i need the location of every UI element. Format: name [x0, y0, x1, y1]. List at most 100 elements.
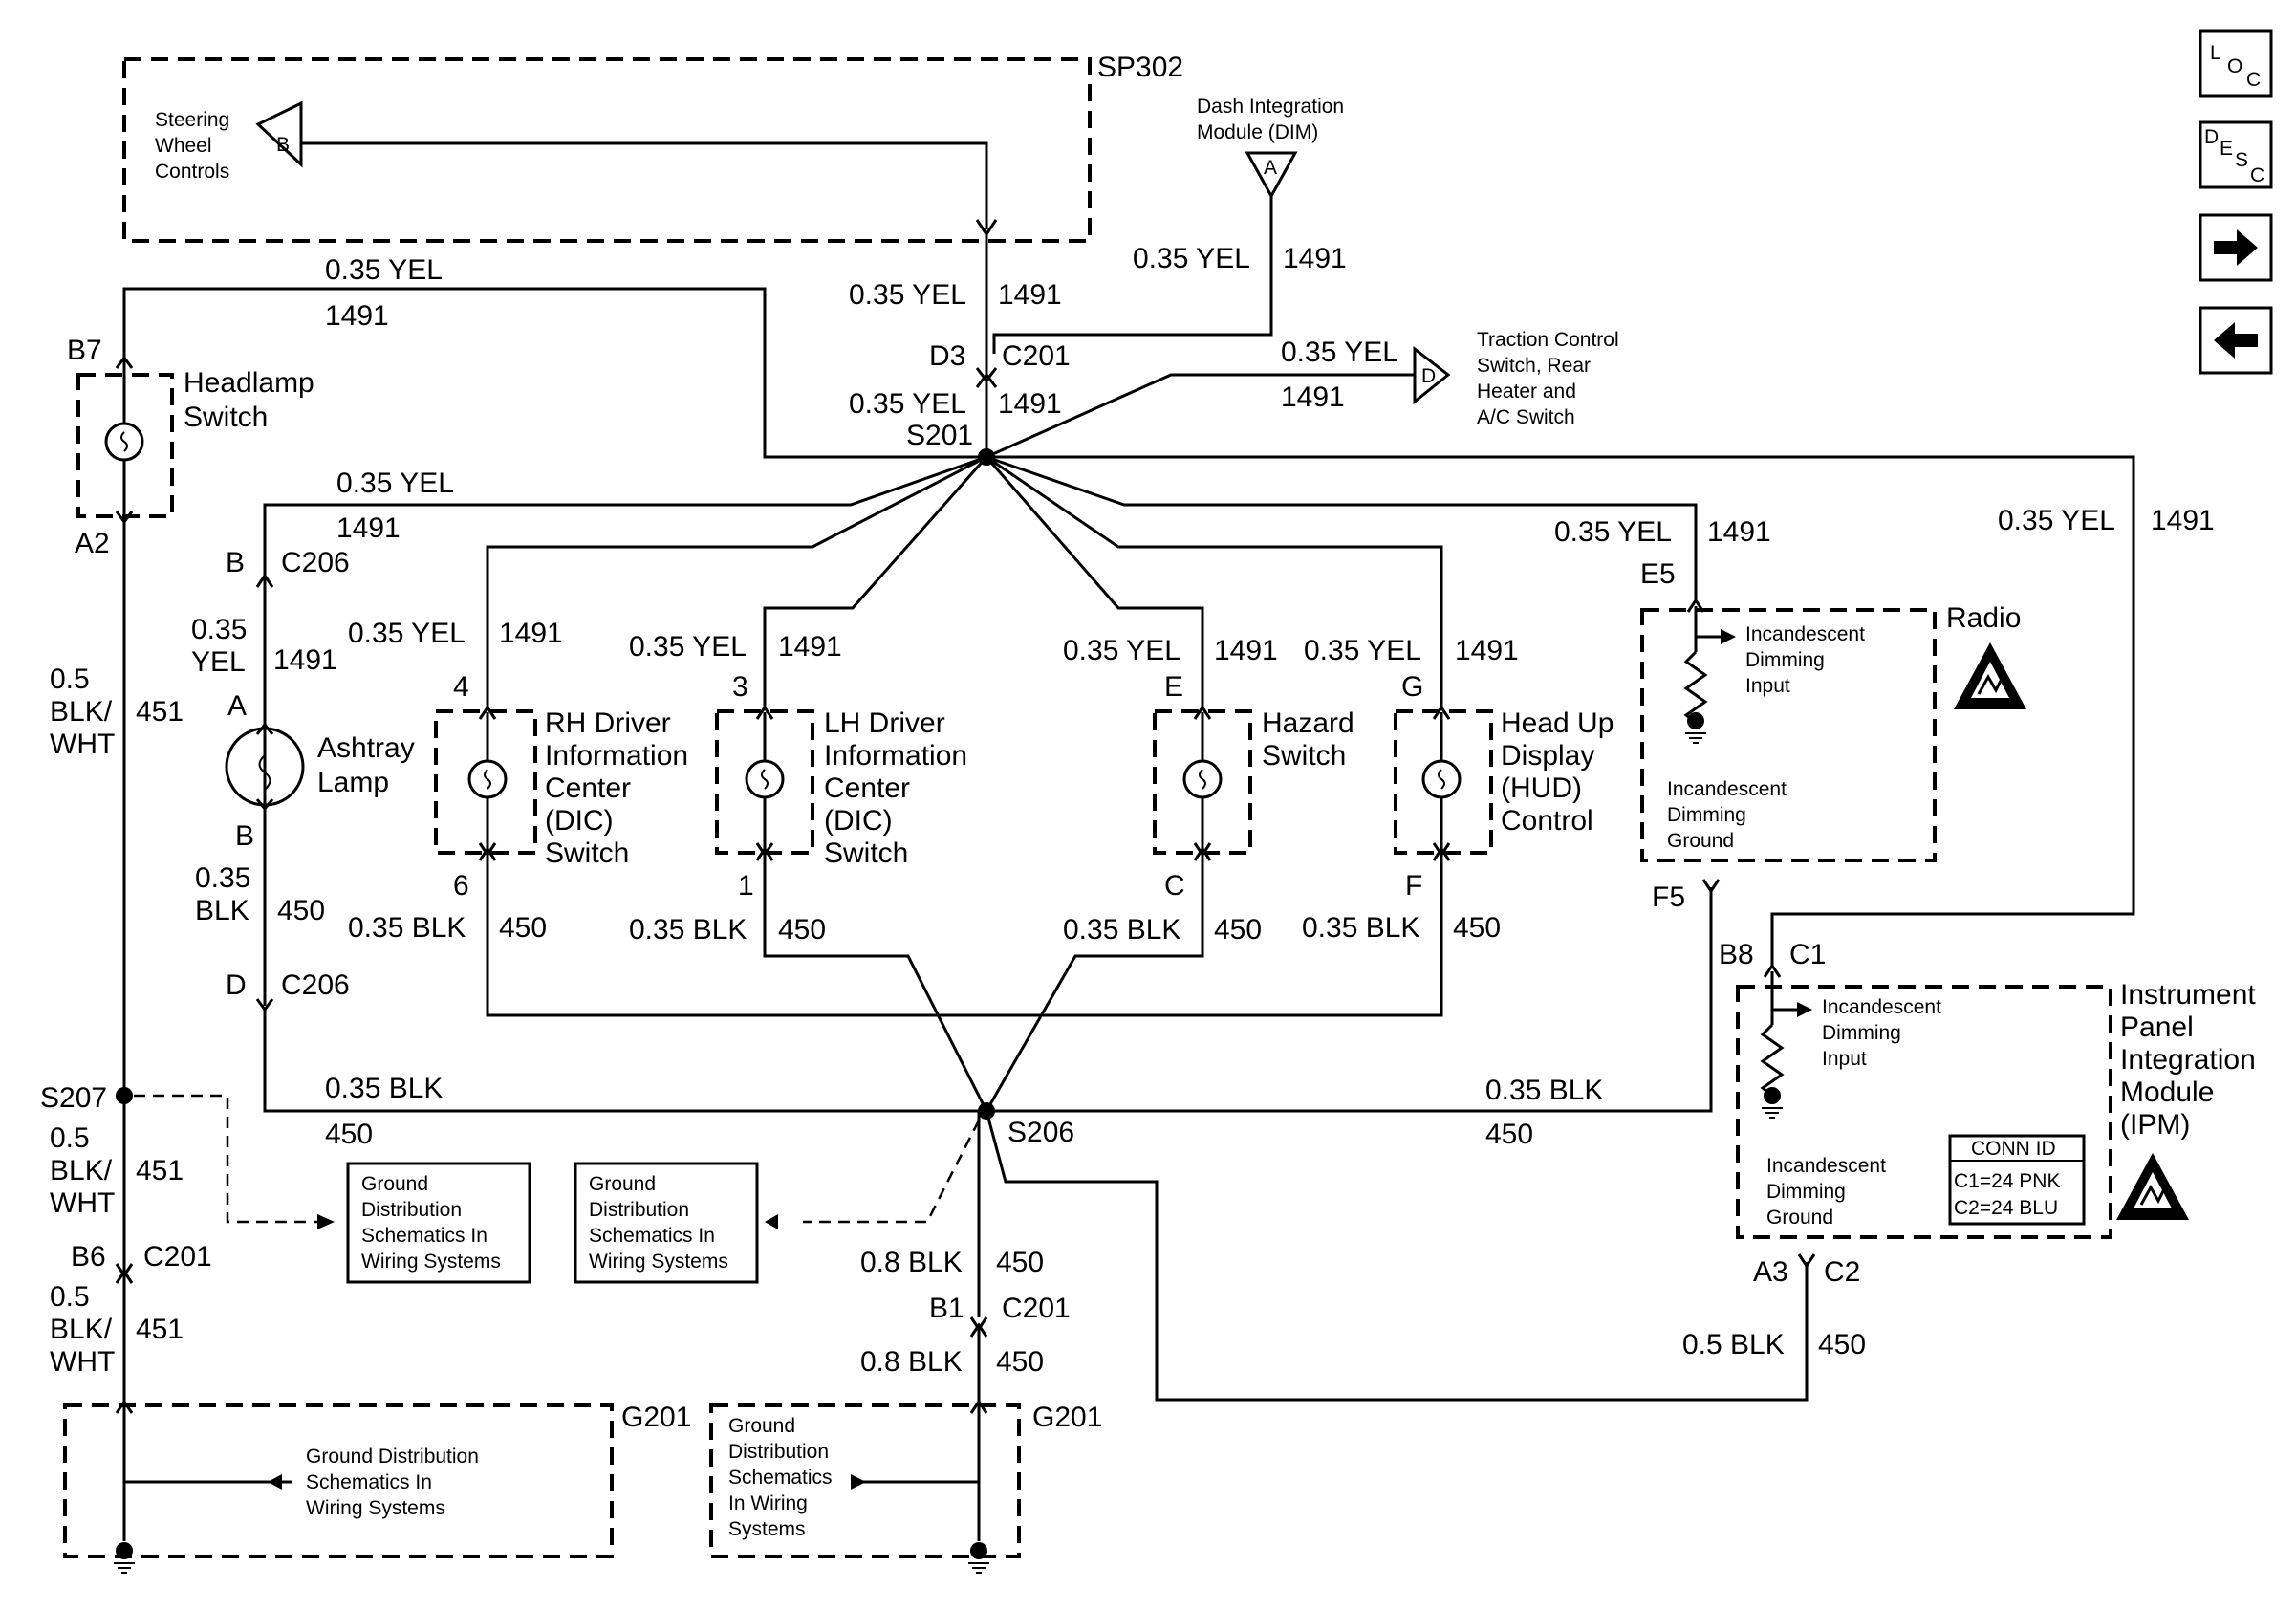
rh-dic-switch-label: RH Driver Information Center (DIC) Switc…: [545, 707, 688, 869]
ipm-esd-icon: [2114, 1151, 2191, 1222]
next-arrow-icon[interactable]: [2199, 213, 2273, 282]
headlamp-switch-label: Headlamp Switch: [184, 367, 314, 433]
svg-text:Information: Information: [545, 740, 688, 772]
hazard-switch-label: Hazard Switch: [1262, 707, 1354, 772]
svg-text:(IPM): (IPM): [2120, 1109, 2190, 1141]
hud-blk: 0.35 BLK: [1302, 912, 1419, 944]
radio-label: Radio: [1946, 602, 2021, 634]
svg-text:Schematics In: Schematics In: [589, 1225, 715, 1247]
description-icon[interactable]: D E S C: [2199, 120, 2273, 189]
lh-dic-switch-label: LH Driver Information Center (DIC) Switc…: [824, 707, 967, 869]
svg-text:Incandescent: Incandescent: [1745, 623, 1865, 645]
b7-pin: B7: [67, 335, 102, 366]
main-1491-1: 1491: [998, 279, 1062, 311]
svg-text:Ashtray: Ashtray: [317, 732, 415, 764]
connector-d-flag: [1413, 345, 1451, 405]
svg-text:Lamp: Lamp: [317, 767, 389, 798]
loc-letter-o: O: [2227, 55, 2242, 77]
svg-text:Dimming: Dimming: [1745, 649, 1825, 671]
svg-text:Distribution: Distribution: [728, 1441, 829, 1463]
svg-text:Schematics: Schematics: [728, 1467, 833, 1489]
lh-dic-1491: 1491: [778, 631, 842, 663]
ashtray-yel: 0.35 YEL: [336, 468, 454, 499]
svg-text:Ground: Ground: [589, 1173, 656, 1195]
lh-dic-450: 450: [778, 914, 826, 946]
radio-box: [1640, 608, 1937, 862]
main-yel-1: 0.35 YEL: [849, 279, 966, 311]
d3-pin: D3: [929, 340, 965, 372]
svg-text:Dimming: Dimming: [1822, 1022, 1901, 1044]
svg-text:WHT: WHT: [50, 729, 115, 760]
svg-text:In Wiring: In Wiring: [728, 1492, 808, 1514]
c206-bottom: C206: [281, 969, 350, 1001]
ground-blk-08-1: 0.8 BLK: [860, 1247, 963, 1278]
traction-1491: 1491: [1281, 381, 1345, 413]
svg-text:Instrument: Instrument: [2120, 979, 2256, 1011]
svg-text:Module (DIM): Module (DIM): [1197, 121, 1318, 143]
c206-top: C206: [281, 547, 350, 578]
svg-text:Ground: Ground: [361, 1173, 428, 1195]
svg-text:Display: Display: [1501, 740, 1594, 772]
svg-text:Switch, Rear: Switch, Rear: [1477, 355, 1591, 377]
c201-bottom: C201: [1002, 1293, 1071, 1324]
b6-pin: B6: [71, 1241, 106, 1273]
ipm-c2-label: C2: [1824, 1256, 1860, 1288]
hud-control-label: Head Up Display (HUD) Control: [1501, 707, 1614, 837]
ashtray-450: 450: [277, 895, 325, 926]
svg-text:Ground: Ground: [1766, 1207, 1833, 1229]
svg-text:BLK/: BLK/: [50, 1314, 113, 1345]
svg-text:Incandescent: Incandescent: [1667, 778, 1787, 800]
hud-1491: 1491: [1455, 635, 1519, 666]
headlamp-1491: 1491: [325, 300, 389, 332]
svg-text:Input: Input: [1822, 1048, 1867, 1070]
circuit-451-3: 451: [136, 1314, 184, 1345]
svg-text:Dimming: Dimming: [1667, 804, 1746, 826]
svg-text:BLK/: BLK/: [50, 696, 113, 728]
svg-text:Steering: Steering: [155, 109, 229, 131]
svg-text:Module: Module: [2120, 1077, 2214, 1108]
ground-ref-box-1[interactable]: Ground Distribution Schematics In Wiring…: [346, 1162, 531, 1284]
s207-label: S207: [40, 1082, 107, 1114]
loc-letter-l: L: [2210, 42, 2221, 64]
lh-dic-pin-3: 3: [732, 671, 748, 703]
flag-d-letter: D: [1421, 365, 1436, 387]
svg-text:Ground: Ground: [728, 1415, 795, 1437]
ipm-label: Instrument Panel Integration Module (IPM…: [2120, 979, 2256, 1141]
dim-wire-color: 0.35 YEL: [1133, 243, 1250, 274]
svg-text:Center: Center: [545, 772, 631, 804]
b1-pin: B1: [929, 1293, 964, 1324]
hazard-1491: 1491: [1214, 635, 1278, 666]
svg-text:Schematics In: Schematics In: [306, 1471, 432, 1493]
blk-wht-1: 0.5 BLK/ WHT: [50, 664, 115, 760]
ashtray-a-pin: A: [227, 690, 247, 722]
main-yel-2: 0.35 YEL: [849, 388, 966, 420]
ipm-c1-label: C1: [1789, 939, 1826, 970]
ground-450-1: 450: [996, 1247, 1044, 1278]
dim-label: Dash Integration Module (DIM): [1197, 96, 1344, 143]
headlamp-yel: 0.35 YEL: [325, 254, 443, 286]
ashtray-lamp-label: Ashtray Lamp: [317, 732, 415, 798]
ashtray-yel-stack: 0.35 YEL: [191, 614, 247, 678]
svg-text:Traction Control: Traction Control: [1477, 329, 1619, 351]
radio-dimming-ground-label: Incandescent Dimming Ground: [1667, 778, 1787, 852]
desc-letter-e: E: [2220, 138, 2233, 160]
g201-center-reference: Ground Distribution Schematics In Wiring…: [728, 1415, 833, 1540]
location-icon[interactable]: L O C: [2199, 29, 2273, 98]
svg-text:0.35: 0.35: [191, 614, 247, 645]
lh-dic-yel: 0.35 YEL: [629, 631, 747, 663]
svg-text:BLK: BLK: [195, 895, 249, 926]
s206-label: S206: [1007, 1117, 1074, 1148]
svg-text:0.35: 0.35: [195, 862, 250, 894]
ground-ref-box-2[interactable]: Ground Distribution Schematics In Wiring…: [574, 1162, 759, 1284]
svg-text:Head Up: Head Up: [1501, 707, 1614, 739]
rh-dic-1491: 1491: [499, 618, 563, 649]
circuit-451-2: 451: [136, 1155, 184, 1186]
hud-yel: 0.35 YEL: [1304, 635, 1421, 666]
rh-dic-blk: 0.35 BLK: [348, 912, 466, 944]
svg-text:0.5: 0.5: [50, 664, 90, 695]
loc-letter-c: C: [2246, 69, 2261, 91]
connector-a-flag: [1245, 151, 1298, 200]
g201-center-label: G201: [1032, 1402, 1102, 1433]
previous-arrow-icon[interactable]: [2199, 306, 2273, 375]
svg-text:Panel: Panel: [2120, 1012, 2194, 1043]
